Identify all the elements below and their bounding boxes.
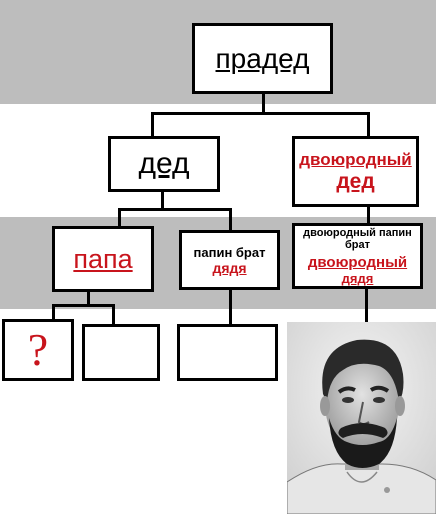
connector-grandfather-down [161,190,164,210]
connector-to-cousin-grandfather [367,112,370,138]
node-cousin-uncle-title: двоюродный папин брат [303,226,412,251]
connector-children-horizontal [52,304,115,307]
node-uncle-role: дядя [212,259,247,276]
node-cousin-grandfather-line1: двоюродный [299,149,412,169]
connector-father-down [87,290,90,307]
node-cousin-uncle: двоюродный папин брат двоюродный дядя [292,223,423,289]
node-cousin-grandfather: двоюродный дед [292,136,419,207]
node-uncle-child [177,324,278,381]
connector-to-child-second [112,304,115,326]
node-uncle-title: папин брат [193,244,266,260]
node-father: папа [52,226,154,292]
connector-father-level-horizontal [118,208,232,211]
bearded-man-portrait-icon [287,322,436,514]
node-father-label: папа [73,243,133,274]
connector-to-father [118,208,121,228]
connector-cousin-uncle-down [365,288,368,324]
connector-uncle-down [229,288,232,326]
node-great-grandfather: прадед [192,23,333,94]
connector-great-grandfather-down [262,91,265,114]
node-child-unknown: ? [2,319,74,381]
connector-to-uncle [229,208,232,232]
connector-to-cousin-uncle [367,205,370,225]
node-uncle: папин брат дядя [179,230,280,290]
node-cousin-grandfather-line2: дед [336,169,375,193]
node-cousin-uncle-role-line2: дядя [341,270,374,286]
node-cousin-uncle-role-line1: двоюродный [307,253,408,271]
connector-grandfather-level-horizontal [151,112,370,115]
connector-to-grandfather [151,112,154,138]
connector-to-child-unknown [52,304,55,322]
node-grandfather-label: дед [138,147,190,180]
node-great-grandfather-label: прадед [215,42,310,74]
node-grandfather: дед [108,136,220,192]
unknown-question-mark: ? [27,324,49,375]
node-child-second [82,324,160,381]
